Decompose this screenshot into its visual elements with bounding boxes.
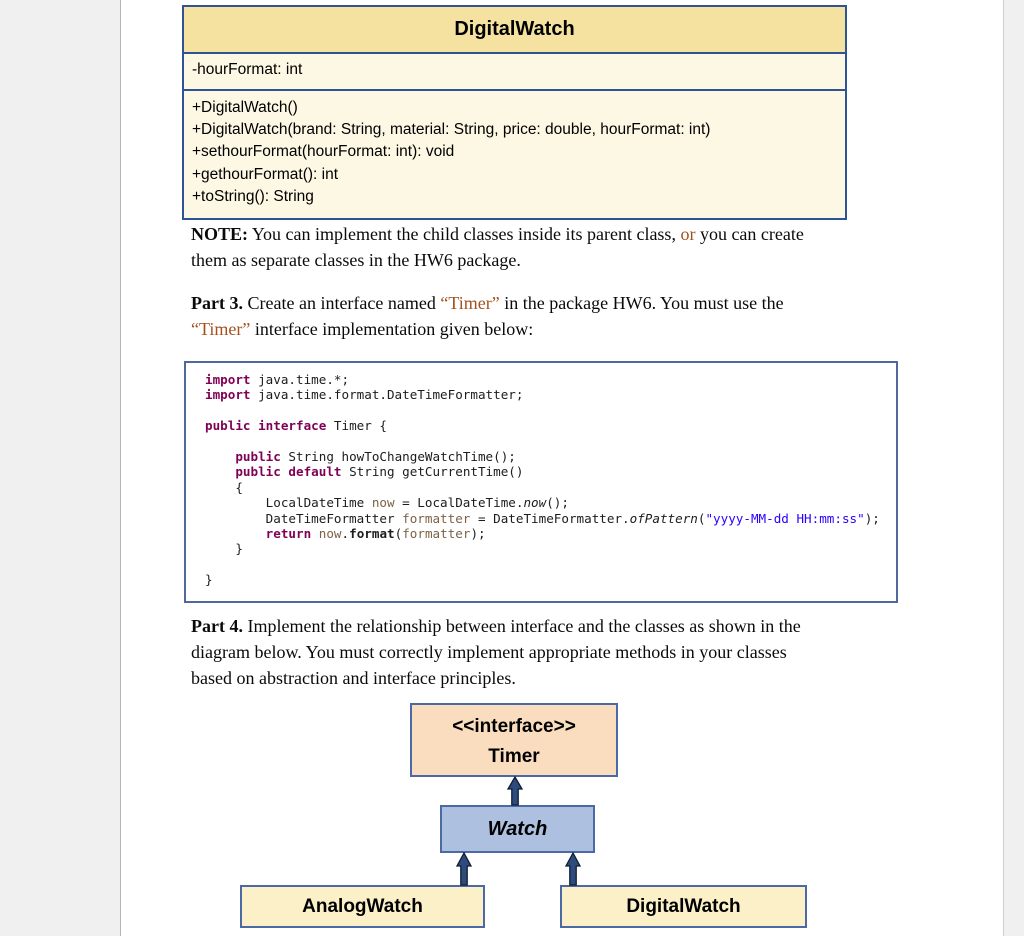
code-line [205,403,896,418]
note-paragraph: NOTE: You can implement the child classe… [191,221,911,273]
text-segment: . [341,526,350,542]
uml-attribute: -hourFormat: int [192,61,303,78]
uml-class-title: DigitalWatch [184,7,845,52]
code-block: import java.time.*;import java.time.form… [184,361,898,603]
text-segment: return [265,526,312,542]
text-segment: “Timer” [440,293,500,313]
code-line: public default String getCurrentTime() [205,464,896,479]
text-segment: } [205,541,243,557]
text-segment: Implement the relationship between inter… [242,616,801,636]
code-line: public interface Timer { [205,418,896,433]
text-segment: ofPattern [629,510,698,526]
uml-method: +DigitalWatch() [192,99,298,116]
text-segment: java.time.format.DateTimeFormatter; [250,387,524,403]
code-line [205,434,896,449]
analogwatch-class-box: AnalogWatch [240,885,485,928]
text-segment: in the package HW6. You must use the [499,293,784,313]
text-segment [205,449,235,464]
text-segment: them as separate classes in the HW6 pack… [191,250,521,270]
interface-stereotype-label: <<interface>> [452,716,576,737]
uml-method: +toString(): String [192,187,314,205]
text-segment: ( [697,510,706,526]
text-segment: { [205,479,243,495]
text-segment: now [523,495,547,511]
text-segment: "yyyy-MM-dd HH:mm:ss" [705,510,865,526]
code-line: import java.time.format.DateTimeFormatte… [205,387,896,402]
text-segment: public default [235,464,342,480]
text-segment: Create an interface named [242,293,441,313]
text-segment: = DateTimeFormatter. [470,510,630,526]
text-segment: ); [470,526,486,542]
text-segment: LocalDateTime [205,495,372,511]
text-segment: based on abstraction and interface princ… [191,668,516,688]
text-segment: NOTE: [191,224,249,244]
inheritance-arrow-left-icon [455,852,473,886]
text-segment: import [205,372,251,387]
text-segment: public [235,449,281,464]
text-segment [205,464,235,479]
text-segment: ); [864,510,880,526]
text-segment: Timer { [326,418,387,434]
uml-method: +DigitalWatch(brand: String, material: S… [192,121,711,139]
uml-method: +sethourFormat(hourFormat: int): void [192,143,455,161]
inheritance-arrow-right-icon [564,852,582,886]
realization-arrow-icon [506,776,524,806]
text-segment: formatter [402,526,471,542]
text-segment: } [205,572,213,588]
code-line: import java.time.*; [205,372,896,387]
code-line: } [205,541,896,556]
text-segment: public interface [205,418,327,434]
code-line: return now.format(formatter); [205,526,896,541]
text-segment: (); [546,495,569,511]
text-segment: “Timer” [191,319,251,339]
text-segment: = LocalDateTime. [394,495,524,511]
text-segment: import [205,387,251,403]
text-segment: You can implement the child classes insi… [248,224,681,244]
text-segment: Part 3. [191,293,243,313]
text-segment [205,526,266,541]
text-segment: format [349,526,395,542]
uml-method: +gethourFormat(): int [192,165,339,183]
interface-timer-box: <<interface>> Timer [410,703,618,777]
text-segment: String getCurrentTime() [341,464,524,480]
digitalwatch-class-box: DigitalWatch [560,885,807,928]
text-segment: ( [394,526,403,542]
text-segment [311,526,319,541]
text-segment: now [318,526,342,542]
code-line: LocalDateTime now = LocalDateTime.now(); [205,495,896,510]
text-segment: formatter [402,510,471,526]
text-segment: java.time.*; [250,372,350,387]
text-segment: DateTimeFormatter [205,510,403,526]
text-segment: interface implementation given below: [250,319,534,339]
watch-class-box: Watch [440,805,595,853]
text-segment: diagram below. You must correctly implem… [191,642,787,662]
uml-class-methods: +DigitalWatch() +DigitalWatch(brand: Stri… [184,89,845,218]
code-line: { [205,480,896,495]
part3-paragraph: Part 3. Create an interface named “Timer… [191,290,911,342]
code-line: public String howToChangeWatchTime(); [205,449,896,464]
text-segment: you can create [695,224,804,244]
code-line: DateTimeFormatter formatter = DateTimeFo… [205,511,896,526]
text-segment: String howToChangeWatchTime(); [280,449,516,464]
text-segment: or [680,224,696,244]
code-line: } [205,572,896,587]
text-segment: now [371,495,395,511]
uml-class-attributes: -hourFormat: int [184,52,845,89]
part4-paragraph: Part 4. Implement the relationship betwe… [191,613,911,691]
interface-name-label: Timer [488,746,540,767]
code-line [205,557,896,572]
uml-class-box: DigitalWatch -hourFormat: int +DigitalWa… [182,5,847,221]
text-segment: Part 4. [191,616,243,636]
